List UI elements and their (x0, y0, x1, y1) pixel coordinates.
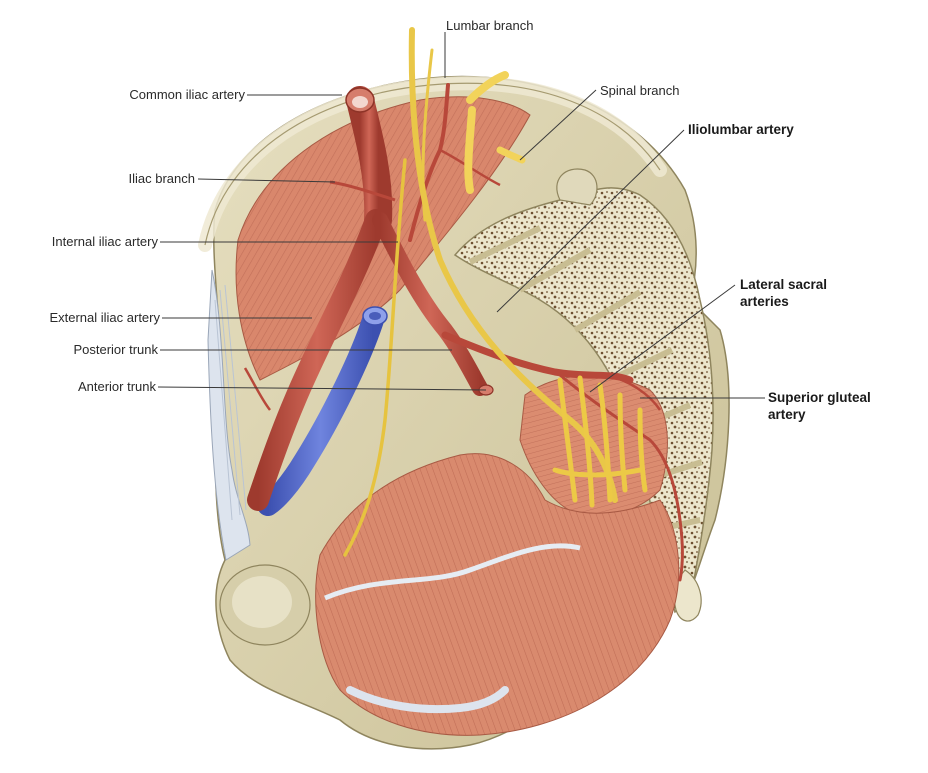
leader-iliac-branch (197, 178, 336, 183)
label-anterior-trunk: Anterior trunk (77, 379, 156, 394)
lumbosacral-trunk (408, 27, 618, 503)
label-lateral-sacral-line2: arteries (740, 294, 789, 309)
label-superior-gluteal-line2: artery (768, 407, 806, 422)
label-iliac-branch: Iliac branch (128, 171, 195, 186)
label-posterior-trunk: Posterior trunk (73, 342, 158, 357)
lateral-sacral-artery (604, 373, 662, 411)
leader-lateral-sacral (589, 284, 736, 393)
label-common-iliac-artery: Common iliac artery (129, 87, 245, 102)
label-lateral-sacral-line1: Lateral sacral (740, 277, 828, 292)
label-superior-gluteal-line1: Superior gluteal (768, 390, 871, 405)
label-lumbar-branch: Lumbar branch (446, 18, 534, 33)
label-iliolumbar-artery: Iliolumbar artery (688, 122, 794, 137)
external-iliac-vein (257, 309, 384, 516)
sacral-plexus (552, 375, 648, 508)
common-iliac-artery (346, 86, 393, 234)
iliac-branch-artery (329, 180, 396, 202)
iliolumbar-artery (408, 83, 450, 242)
leader-iliolumbar (496, 129, 685, 313)
tendinous-arch (324, 543, 581, 601)
label-external-iliac-artery: External iliac artery (49, 310, 160, 325)
label-internal-iliac-artery: Internal iliac artery (51, 234, 158, 249)
obturator-nerve (343, 158, 407, 557)
leader-anterior-trunk (157, 386, 487, 391)
label-spinal-branch: Spinal branch (600, 83, 680, 98)
superior-gluteal-artery (558, 373, 684, 582)
leader-lines (157, 32, 765, 399)
obturator-muscle (315, 453, 680, 736)
leader-spinal-branch (519, 89, 597, 161)
